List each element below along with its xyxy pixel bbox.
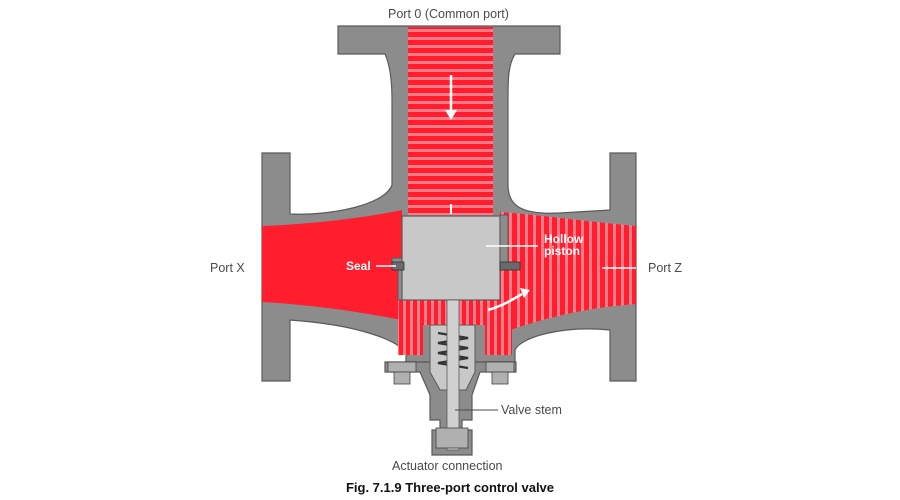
lower-chamber-flow [398, 300, 512, 355]
flow-arrow-curve [487, 288, 530, 312]
valve-stem [446, 299, 460, 451]
bolt-left [387, 361, 417, 385]
actuator-connection-label: Actuator connection [392, 459, 503, 473]
bolt-right [485, 361, 515, 385]
port-z-flow [500, 212, 636, 330]
flow-arrow-down [445, 75, 457, 120]
hollow-piston-label-line1: Hollow [544, 232, 584, 246]
port-z-label: Port Z [648, 261, 683, 275]
seal-label: Seal [346, 259, 371, 273]
port-0-flow [408, 27, 493, 215]
seal-right [499, 261, 521, 271]
hollow-piston [401, 215, 501, 301]
port-0-label: Port 0 (Common port) [388, 7, 509, 21]
hollow-piston-label-line2: piston [544, 244, 580, 258]
actuator-connection [435, 427, 469, 449]
port-x-label: Port X [210, 261, 245, 275]
figure-caption: Fig. 7.1.9 Three-port control valve [345, 480, 555, 495]
port-x-flow [262, 210, 402, 320]
valve-stem-label: Valve stem [501, 403, 562, 417]
